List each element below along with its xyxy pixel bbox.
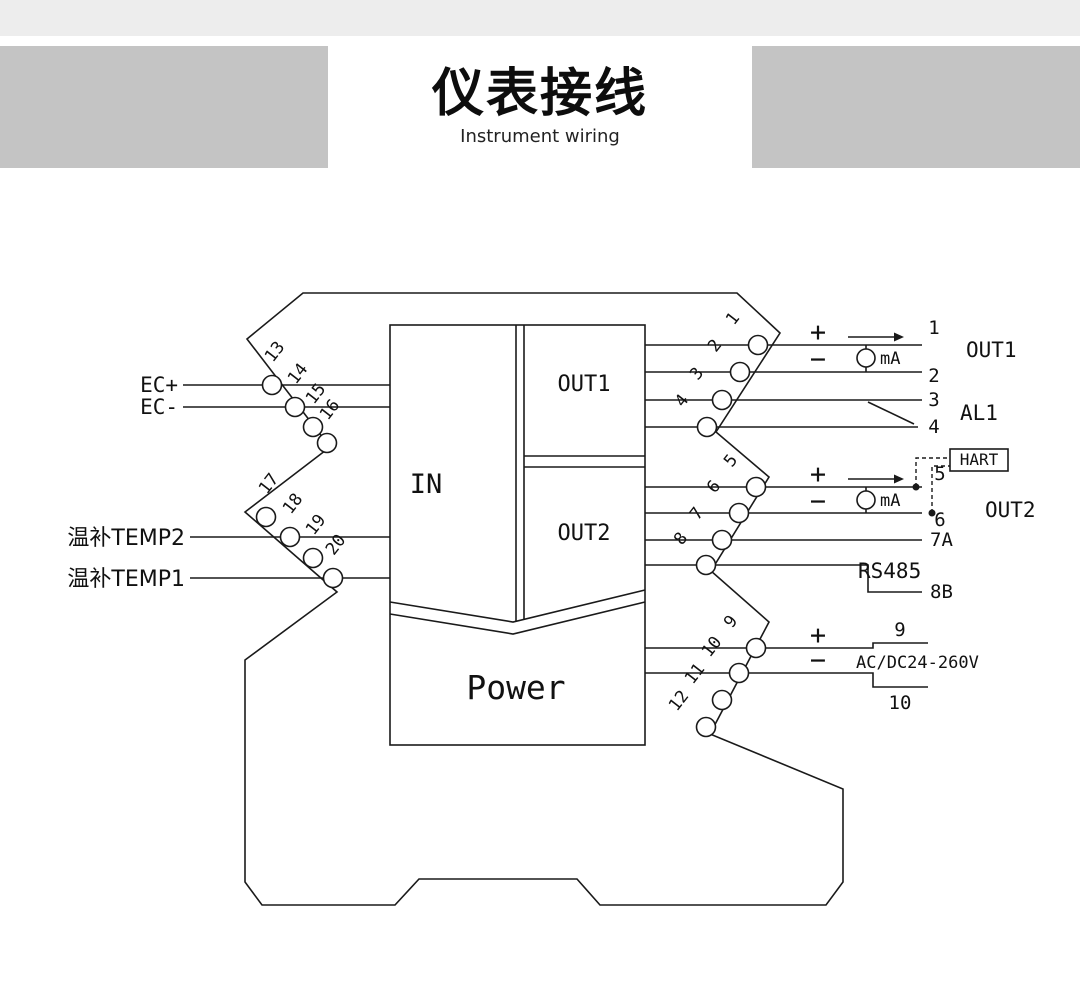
block-label-out2: OUT2	[558, 521, 611, 546]
rs485-terminal-8b: 8B	[930, 581, 953, 603]
power-minus-sign: −	[810, 645, 826, 676]
terminal-circle-14	[284, 396, 306, 418]
out2-terminal-6: 6	[934, 509, 945, 531]
terminal-circle-19	[302, 547, 324, 569]
terminal-circle-2	[729, 361, 751, 383]
block-label-in: IN	[410, 469, 443, 500]
terminal-circle-5	[745, 476, 767, 498]
terminal-circle-13	[261, 374, 283, 396]
terminal-number-3: 3	[686, 364, 708, 384]
rs485-terminal-7a: 7A	[930, 529, 953, 551]
terminal-circle-10	[728, 662, 750, 684]
wire-power-plus	[645, 642, 928, 649]
terminal-circle-7	[711, 529, 733, 551]
out1-terminal-2: 2	[928, 365, 939, 387]
left-terminals: 13 14 15 16 17 18 19 20	[255, 338, 350, 589]
terminal-circle-8	[695, 554, 717, 576]
terminal-circle-15	[302, 416, 324, 438]
label-ec-minus: EC-	[140, 395, 178, 419]
out1-circuit: + − mA 1 2 OUT1	[645, 317, 1017, 387]
power-separator-lower	[389, 601, 646, 635]
terminal-circle-20	[322, 567, 344, 589]
page-title: 仪表接线	[431, 64, 648, 125]
terminal-number-10: 10	[698, 633, 726, 661]
terminal-number-2: 2	[704, 336, 726, 356]
al1-terminal-4: 4	[928, 416, 939, 438]
terminal-circle-17	[255, 506, 277, 528]
hart-dashed-link-b	[931, 465, 950, 513]
hart-junction-dot-b	[928, 509, 936, 517]
terminal-number-1: 1	[722, 309, 744, 329]
hart-dashed-link-a	[915, 457, 950, 487]
rs485-circuit: 7A 8B RS485	[645, 529, 953, 603]
section-header-band: 仪表接线 Instrument wiring	[0, 46, 1080, 168]
wire-rs485-b	[645, 564, 922, 593]
terminal-number-6: 6	[703, 477, 725, 497]
al1-terminal-3: 3	[928, 389, 939, 411]
terminal-circle-1	[747, 334, 769, 356]
terminal-number-11: 11	[681, 660, 709, 688]
terminal-number-20: 20	[322, 531, 350, 559]
out2-label: OUT2	[985, 498, 1036, 522]
out2-minus-sign: −	[810, 486, 826, 517]
terminal-number-17: 17	[255, 470, 283, 498]
page-subtitle: Instrument wiring	[460, 125, 620, 147]
power-plus-sign: +	[810, 620, 826, 651]
block-label-power: Power	[466, 668, 565, 707]
top-strip	[0, 0, 1080, 36]
out2-current-arrowhead-icon	[894, 474, 904, 484]
terminal-number-19: 19	[302, 511, 330, 539]
terminal-number-8: 8	[670, 529, 692, 549]
out2-circuit: + − mA 5 6 OUT2 HART	[645, 448, 1036, 531]
al1-relay: 3 4 AL1	[645, 389, 998, 438]
power-terminal-9: 9	[894, 619, 905, 641]
out1-meter-label: mA	[880, 349, 900, 369]
terminal-circle-12	[695, 716, 717, 738]
terminal-circle-3	[711, 389, 733, 411]
terminal-number-14: 14	[284, 360, 312, 388]
terminal-circle-6	[728, 502, 750, 524]
out2-meter-label: mA	[880, 491, 900, 511]
label-temp1: 温补TEMP1	[67, 567, 185, 592]
out1-terminal-1: 1	[928, 317, 939, 339]
out1-meter-circle	[856, 348, 876, 368]
wire-power-minus	[645, 672, 928, 688]
title-panel: 仪表接线 Instrument wiring	[328, 46, 752, 168]
inner-blocks: IN OUT1 OUT2 Power	[389, 324, 646, 746]
label-temp2: 温补TEMP2	[67, 526, 185, 551]
terminal-number-9: 9	[720, 612, 742, 632]
main-block-outline	[389, 324, 646, 746]
terminal-circle-16	[316, 432, 338, 454]
terminal-number-4: 4	[671, 391, 693, 411]
al1-contact-blade	[867, 401, 915, 425]
hart-label: HART	[960, 450, 999, 469]
out1-current-arrowhead-icon	[894, 332, 904, 342]
power-separator-upper	[389, 589, 646, 623]
out2-terminal-5: 5	[934, 463, 945, 485]
out2-plus-sign: +	[810, 459, 826, 490]
out1-minus-sign: −	[810, 344, 826, 375]
block-label-out1: OUT1	[558, 372, 611, 397]
terminal-circle-4	[696, 416, 718, 438]
terminal-circle-9	[745, 637, 767, 659]
hart-box	[949, 448, 1009, 472]
rs485-label: RS485	[858, 559, 921, 583]
power-terminal-10: 10	[889, 692, 912, 714]
label-ec-plus: EC+	[140, 373, 178, 397]
out1-plus-sign: +	[810, 317, 826, 348]
power-supply-label: AC/DC24-260V	[856, 653, 979, 673]
terminal-number-12: 12	[665, 687, 693, 715]
terminal-number-18: 18	[279, 490, 307, 518]
terminal-number-7: 7	[686, 504, 708, 524]
hart-junction-dot-a	[912, 483, 920, 491]
out1-label: OUT1	[966, 338, 1017, 362]
al1-label: AL1	[960, 401, 998, 425]
terminal-circle-11	[711, 689, 733, 711]
terminal-number-5: 5	[720, 451, 742, 471]
out2-meter-circle	[856, 490, 876, 510]
left-wires: EC+ EC- 温补TEMP2 温补TEMP1	[67, 373, 390, 592]
terminal-circle-18	[279, 526, 301, 548]
